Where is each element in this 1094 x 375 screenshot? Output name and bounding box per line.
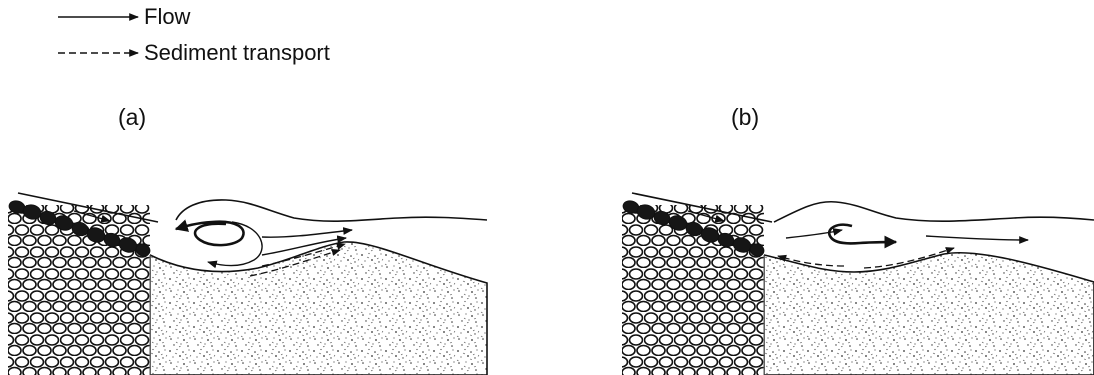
sand-bed [764, 253, 1094, 375]
water-surface [774, 202, 1094, 222]
scour-diagram-b [614, 180, 1094, 375]
recirculation-eddy-arrow [176, 222, 244, 245]
legend-flow-label: Flow [144, 4, 190, 30]
panel-a-label: (a) [118, 104, 146, 131]
scour-diagram-a [0, 180, 500, 375]
panel-b-label: (b) [731, 104, 759, 131]
dashed-arrow-icon [56, 47, 140, 59]
solid-arrow-icon [56, 11, 140, 23]
legend-sediment-row: Sediment transport [56, 38, 330, 68]
recirculation-eddy-arrow [829, 225, 896, 244]
legend-flow-row: Flow [56, 2, 190, 32]
water-surface [176, 200, 487, 221]
legend: Flow Sediment transport [0, 0, 420, 80]
sand-bed [150, 242, 487, 375]
legend-sediment-label: Sediment transport [144, 40, 330, 66]
